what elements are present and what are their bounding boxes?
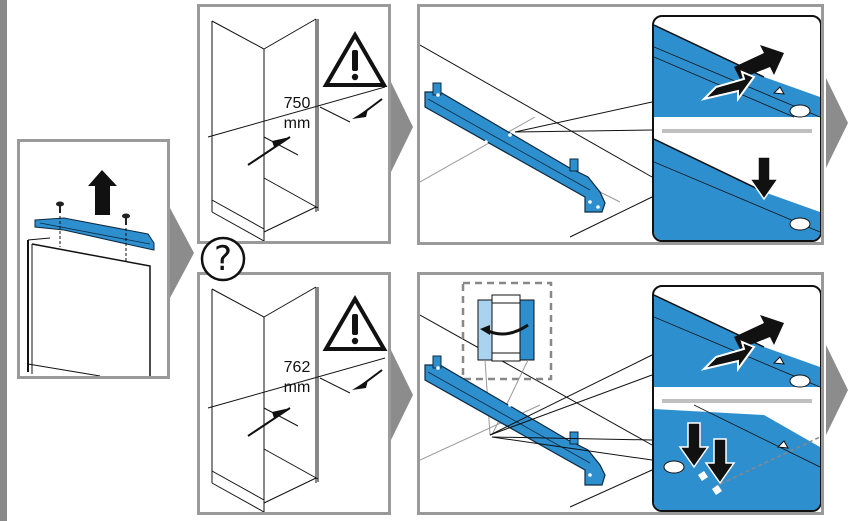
zoom-inset-b	[652, 285, 821, 512]
cabinet-762-panel: 762 mm	[197, 272, 391, 515]
cabinet-illustration	[207, 286, 388, 512]
next-step-chevron	[826, 78, 848, 173]
dimension-value: 750	[283, 95, 311, 112]
align-arrows	[700, 45, 784, 103]
next-step-chevron	[170, 208, 194, 303]
door-bracket-illustration	[27, 170, 155, 376]
double-down-arrow	[678, 422, 736, 495]
dimension-arrow-right	[352, 98, 383, 119]
bracket-detail-illustration	[420, 44, 653, 238]
dimension-value: 762	[283, 359, 311, 376]
bracket-position-panel-a	[417, 4, 824, 245]
mounting-rail	[424, 82, 606, 213]
dimension-arrow-left	[247, 136, 291, 166]
cabinet-750-panel: 750 mm	[197, 4, 391, 244]
next-step-chevron	[391, 82, 413, 177]
branch-question-mark: ?	[213, 239, 233, 279]
inset-separator	[662, 399, 812, 403]
down-arrow	[748, 156, 780, 201]
dimension-unit: mm	[283, 379, 311, 396]
inset-separator	[662, 129, 812, 133]
bracket-detail-illustration	[420, 281, 653, 508]
bracket-position-panel-b	[417, 272, 824, 515]
step-remove-bracket-panel	[17, 139, 170, 379]
align-arrows	[700, 315, 784, 373]
screw-icon	[56, 201, 64, 213]
hinge-bracket	[34, 217, 155, 251]
screw-icon	[122, 213, 130, 225]
mounting-rail	[424, 355, 606, 486]
dimension-label-762: 762 mm	[275, 358, 319, 398]
warning-icon	[322, 295, 388, 351]
dashed-inset-frame	[461, 281, 553, 381]
question-circle-icon	[200, 236, 246, 282]
dimension-arrow-left	[247, 407, 291, 437]
dimension-label-750: 750 mm	[275, 94, 319, 134]
dimension-unit: mm	[283, 115, 311, 132]
warning-icon	[322, 31, 388, 87]
door-panel	[27, 237, 151, 376]
arrow-up-icon	[88, 170, 117, 215]
next-step-chevron	[391, 350, 413, 445]
inset-bottom-rail	[654, 404, 820, 510]
next-step-chevron	[826, 345, 848, 440]
inset-bottom-rail	[654, 138, 820, 240]
zoom-inset-a	[652, 15, 821, 242]
page-edge-bar	[0, 0, 7, 521]
cabinet-illustration	[207, 18, 388, 241]
dimension-arrow-right	[352, 369, 383, 390]
